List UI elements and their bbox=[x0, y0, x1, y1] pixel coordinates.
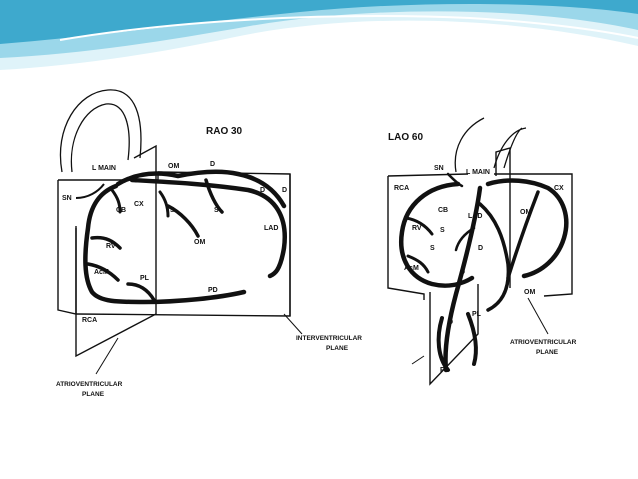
rao-label-om-mid: OM bbox=[194, 239, 205, 246]
lao-label-d1: D bbox=[478, 245, 483, 252]
lao-diag bbox=[478, 202, 511, 312]
lao-interventricular-plane bbox=[495, 147, 511, 288]
lao-label-cx: CX bbox=[554, 185, 564, 192]
rao-label-pd: PD bbox=[208, 287, 218, 294]
rao-iv-plane-line2: PLANE bbox=[326, 345, 349, 352]
lao-aortic-loop bbox=[454, 117, 527, 173]
lao-rv-branch bbox=[404, 216, 434, 236]
rao-label-rca: RCA bbox=[82, 317, 97, 324]
lao-om bbox=[506, 190, 540, 280]
lao-label-lad: LAD bbox=[468, 213, 482, 220]
header-highlight-line bbox=[59, 15, 638, 41]
rao-vessels bbox=[83, 169, 287, 305]
rao-om-branch bbox=[166, 204, 200, 238]
rao-label-lad: LAD bbox=[264, 225, 278, 232]
lao-label-rv: RV bbox=[412, 225, 422, 232]
rao-iv-plane-line1: INTERVENTRICULAR bbox=[296, 335, 362, 342]
lao-rca bbox=[399, 181, 475, 288]
lao-label-s2: S bbox=[430, 245, 435, 252]
rao-rca bbox=[83, 183, 247, 305]
rao-label-cb: CB bbox=[116, 207, 126, 214]
lao-av-plane-line2: PLANE bbox=[536, 349, 559, 356]
rao-label-cx: CX bbox=[134, 201, 144, 208]
header-wave-dark bbox=[0, 0, 638, 44]
lao-label-om2: OM bbox=[524, 289, 535, 296]
lao-view-title: LAO 60 bbox=[388, 132, 423, 143]
rao-label-sn: SN bbox=[62, 195, 72, 202]
coronary-diagram: RAO 30 L MAIN SN OM D D D CB CX S S LAD … bbox=[56, 89, 577, 398]
lao-label-om1: OM bbox=[520, 209, 531, 216]
rao-label-om-top: OM bbox=[168, 163, 179, 170]
coronary-angiography-figure: RAO 30 L MAIN SN OM D D D CB CX S S LAD … bbox=[48, 88, 588, 410]
lao-av-leader bbox=[527, 297, 549, 335]
slide-header-swoosh bbox=[0, 0, 638, 80]
lao-label-pl: PL bbox=[472, 311, 482, 318]
rao-label-d-right1: D bbox=[260, 187, 265, 194]
lao-vessels bbox=[399, 172, 569, 373]
rao-view-title: RAO 30 bbox=[206, 126, 243, 137]
lao-sn bbox=[446, 172, 464, 188]
rao-panel: RAO 30 L MAIN SN OM D D D CB CX S S LAD … bbox=[56, 89, 362, 398]
rao-lad bbox=[129, 177, 287, 279]
rao-atrioventricular-plane bbox=[75, 144, 157, 358]
lao-pd-loop bbox=[436, 312, 478, 372]
lao-label-d2: D bbox=[460, 269, 465, 276]
rao-label-d-right2: D bbox=[282, 187, 287, 194]
lao-label-s1: S bbox=[440, 227, 445, 234]
rao-sn-artery bbox=[75, 183, 105, 199]
lao-label-lmain: L MAIN bbox=[466, 169, 490, 176]
lao-lad bbox=[443, 185, 483, 373]
lao-label-cb: CB bbox=[438, 207, 448, 214]
rao-av-plane-line1: ATRIOVENTRICULAR bbox=[56, 381, 123, 388]
rao-lmain-cx bbox=[115, 169, 287, 209]
rao-diag-branch bbox=[204, 178, 224, 214]
rao-acm-branch bbox=[86, 262, 120, 282]
rao-aortic-loop bbox=[59, 89, 142, 173]
lao-atrioventricular-plane bbox=[429, 284, 479, 386]
rao-av-plane-line2: PLANE bbox=[82, 391, 105, 398]
rao-cb-branch bbox=[110, 188, 122, 214]
rao-label-acm: AcM bbox=[94, 269, 109, 276]
rao-back-plane bbox=[57, 171, 291, 317]
lao-box bbox=[387, 173, 573, 300]
lao-label-pd: PD bbox=[440, 367, 450, 374]
lao-pd-leader bbox=[411, 355, 425, 365]
lao-acm-branch bbox=[406, 254, 430, 274]
lao-label-acm: AcM bbox=[404, 265, 419, 272]
lao-av-plane-line1: ATRIOVENTRICULAR bbox=[510, 339, 577, 346]
rao-av-leader bbox=[95, 337, 119, 375]
rao-iv-leader bbox=[283, 313, 303, 335]
rao-septal bbox=[158, 190, 170, 218]
rao-label-lmain: L MAIN bbox=[92, 165, 116, 172]
rao-label-rv: RV bbox=[106, 243, 116, 250]
lao-septal bbox=[454, 226, 476, 252]
rao-rv-branch bbox=[90, 235, 122, 250]
rao-pl-branch bbox=[126, 282, 156, 302]
rao-label-d-top: D bbox=[210, 161, 215, 168]
rao-label-s1: S bbox=[170, 207, 175, 214]
rao-label-pl: PL bbox=[140, 275, 150, 282]
lao-label-rca: RCA bbox=[394, 185, 409, 192]
lao-lmain-cx bbox=[485, 178, 569, 279]
lao-panel: LAO 60 SN L MAIN RCA CX CB LAD OM RV S S… bbox=[387, 117, 577, 386]
rao-label-s2: S bbox=[214, 207, 219, 214]
lao-label-sn: SN bbox=[434, 165, 444, 172]
lao-label-d3: D bbox=[448, 319, 453, 326]
